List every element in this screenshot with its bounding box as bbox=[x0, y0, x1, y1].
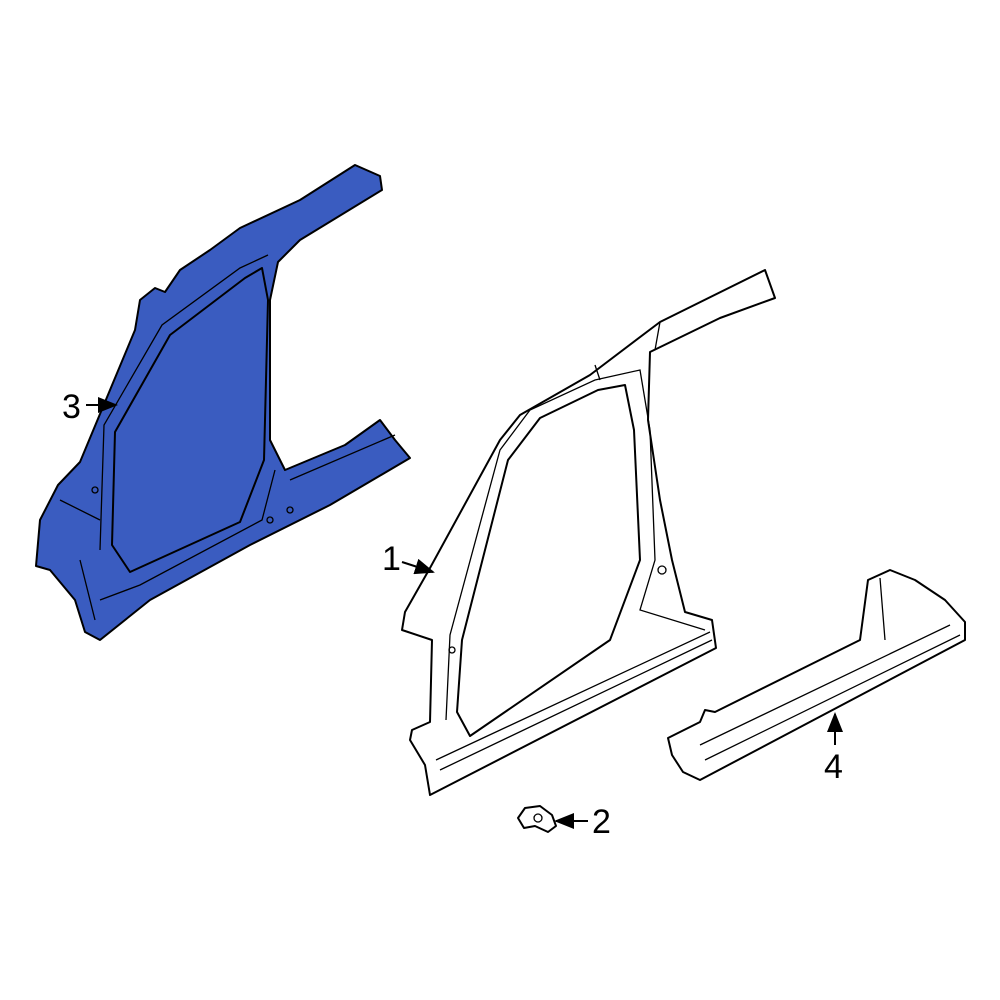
callout-number: 2 bbox=[592, 803, 611, 841]
part-4-rocker-panel bbox=[667, 569, 966, 781]
callout-number: 3 bbox=[62, 388, 81, 426]
arrow-icon bbox=[401, 558, 435, 575]
part-2-clip bbox=[517, 805, 557, 833]
callout-number: 4 bbox=[824, 748, 843, 786]
callout-2: 2 bbox=[554, 803, 611, 841]
callout-number: 1 bbox=[382, 540, 401, 578]
part-3-inner-panel bbox=[35, 164, 411, 641]
callout-3: 3 bbox=[62, 388, 118, 426]
callout-4: 4 bbox=[824, 712, 843, 786]
callout-1: 1 bbox=[382, 540, 435, 578]
part-1-body-side-outer bbox=[401, 269, 776, 796]
